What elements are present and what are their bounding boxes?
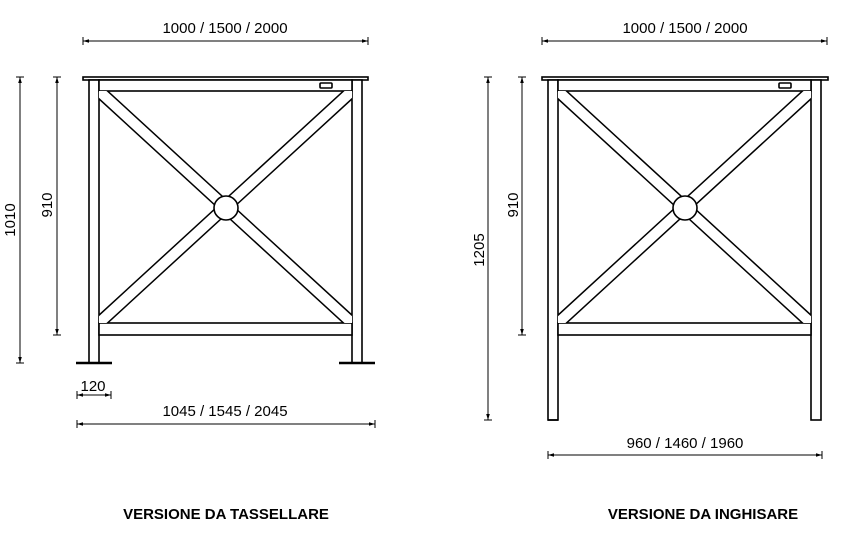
- left-version-title: VERSIONE DA TASSELLARE: [123, 506, 329, 523]
- right-post: [351, 79, 363, 364]
- left-foot-width-label: 120: [80, 378, 105, 395]
- bottom-beam: [557, 322, 812, 336]
- center-hub: [213, 195, 239, 221]
- left-bottom-width-label: 1045 / 1545 / 2045: [162, 403, 287, 420]
- right-version-title: VERSIONE DA INGHISARE: [608, 506, 798, 523]
- left-post: [547, 79, 559, 421]
- right-bottom-width-label: 960 / 1460 / 1960: [627, 435, 744, 452]
- left-top-width-label: 1000 / 1500 / 2000: [162, 20, 287, 37]
- left-post: [88, 79, 100, 364]
- center-hub: [672, 195, 698, 221]
- nameplate-slot: [778, 82, 792, 89]
- top-beam: [557, 79, 812, 92]
- right-top-width-label: 1000 / 1500 / 2000: [622, 20, 747, 37]
- right-post: [810, 79, 822, 421]
- top-beam: [98, 79, 353, 92]
- nameplate-slot: [319, 82, 333, 89]
- right-panel-height-label: 910: [505, 192, 522, 217]
- right-total-height-label: 1205: [471, 233, 488, 266]
- left-panel-height-label: 910: [39, 192, 56, 217]
- bottom-beam: [98, 322, 353, 336]
- left-total-height-label: 1010: [2, 203, 19, 236]
